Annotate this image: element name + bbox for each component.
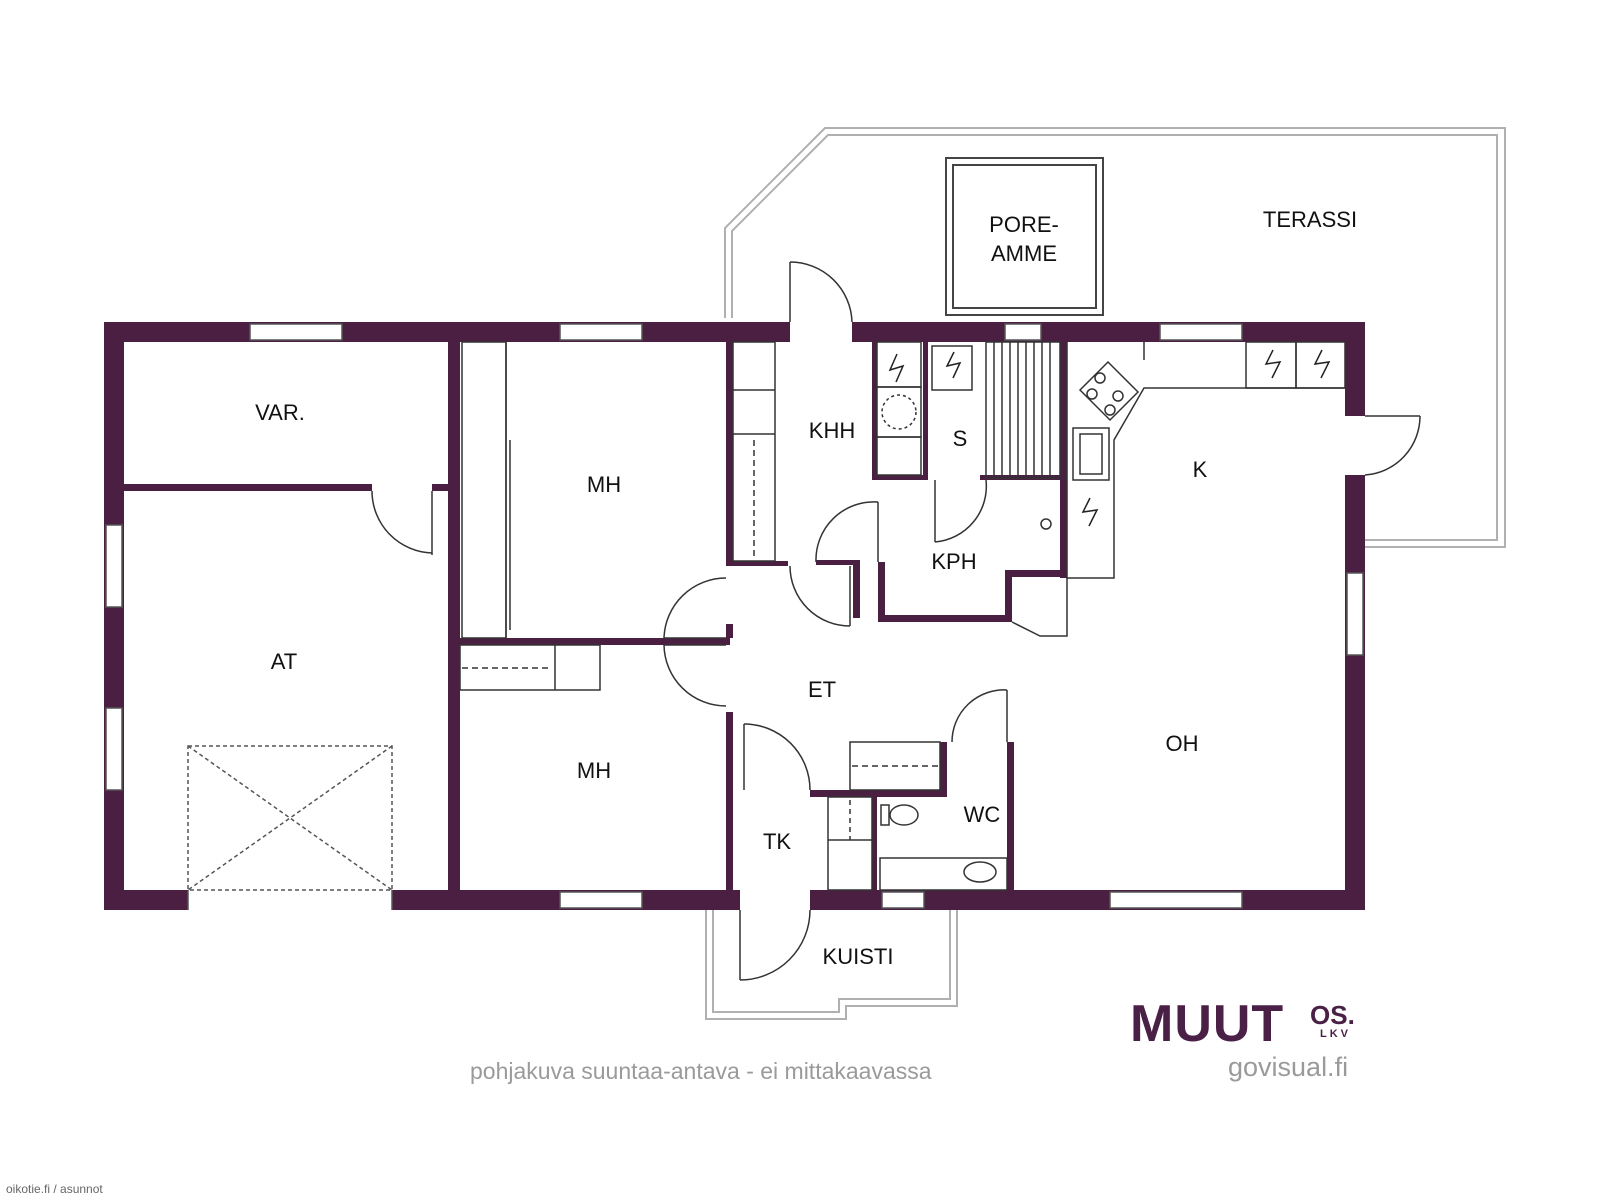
label-at: AT bbox=[271, 649, 297, 674]
label-tk: TK bbox=[763, 829, 791, 854]
logo-lkv: LKV bbox=[1320, 1028, 1351, 1040]
label-mh-upper: MH bbox=[587, 472, 621, 497]
source-watermark: oikotie.fi / asunnot bbox=[6, 1182, 103, 1196]
label-poreamme-1: PORE- bbox=[989, 212, 1059, 237]
brand-logo: MUUT OS. LKV govisual.fi bbox=[1130, 998, 1370, 1088]
label-var: VAR. bbox=[255, 400, 305, 425]
disclaimer-text: pohjakuva suuntaa-antava - ei mittakaava… bbox=[470, 1058, 932, 1084]
label-poreamme-2: AMME bbox=[991, 241, 1057, 266]
terrace-outline bbox=[724, 127, 1506, 548]
label-kuisti: KUISTI bbox=[823, 944, 894, 969]
label-k: K bbox=[1193, 457, 1208, 482]
interior-walls bbox=[124, 342, 1067, 890]
windows bbox=[105, 323, 1364, 909]
label-mh-lower: MH bbox=[577, 758, 611, 783]
label-terassi: TERASSI bbox=[1263, 207, 1357, 232]
logo-os: OS. bbox=[1310, 1000, 1355, 1030]
label-khh: KHH bbox=[809, 418, 855, 443]
porch-outline bbox=[705, 907, 958, 1020]
hot-tub bbox=[945, 157, 1104, 316]
doors bbox=[371, 261, 1421, 981]
label-oh: OH bbox=[1166, 731, 1199, 756]
label-s: S bbox=[953, 426, 968, 451]
closets bbox=[459, 341, 1346, 891]
label-et: ET bbox=[808, 677, 836, 702]
electrical-symbols bbox=[888, 349, 1331, 527]
logo-wordmark: MUUT bbox=[1130, 995, 1285, 1053]
garage-door bbox=[187, 745, 393, 910]
logo-subtitle: govisual.fi bbox=[1228, 1052, 1349, 1082]
label-wc: WC bbox=[964, 802, 1001, 827]
room-labels: TERASSI PORE- AMME VAR. MH KHH S K KPH A… bbox=[255, 207, 1357, 969]
label-kph: KPH bbox=[931, 549, 976, 574]
